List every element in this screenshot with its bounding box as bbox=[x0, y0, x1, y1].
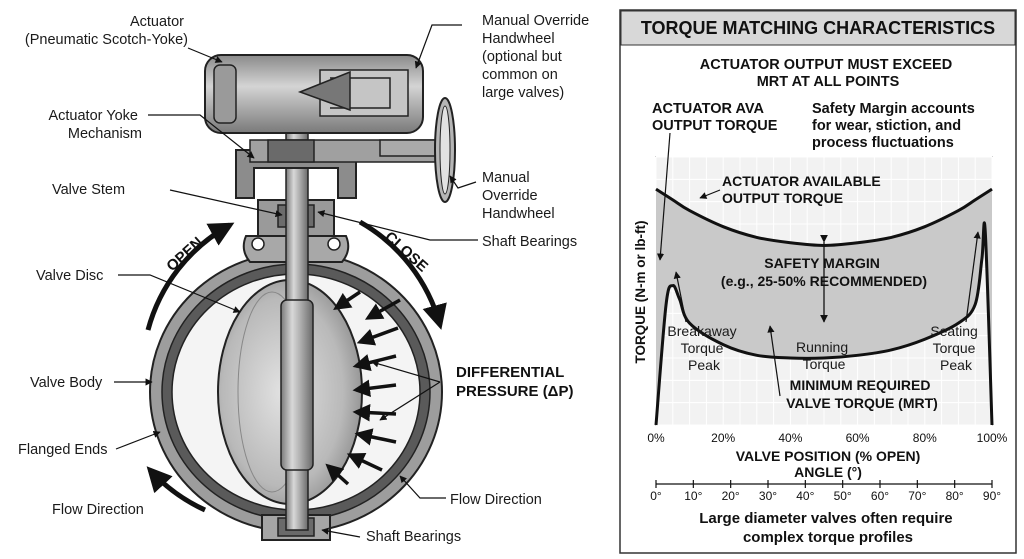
mrt-label: MINIMUM REQUIRED VALVE TORQUE (MRT) bbox=[786, 377, 938, 411]
torque-panel: TORQUE MATCHING CHARACTERISTICS ACTUATOR… bbox=[619, 9, 1017, 554]
angle-axis-label: ANGLE (°) bbox=[794, 464, 862, 480]
x-tick-label: 60% bbox=[846, 431, 870, 445]
x-axis-ticks: 0% 20% 40% 60% 80% 100% bbox=[647, 431, 1007, 445]
angle-tick-label: 20° bbox=[722, 489, 740, 503]
angle-tick-label: 40° bbox=[796, 489, 814, 503]
x-axis-label: VALVE POSITION (% OPEN) bbox=[736, 448, 921, 464]
x-tick-label: 40% bbox=[778, 431, 802, 445]
x-tick-label: 100% bbox=[977, 431, 1008, 445]
flow-direction-right-label: Flow Direction bbox=[450, 492, 542, 508]
angle-scale-ticks: 0° 10° 20° 30° 40° 50° 60° 70° 80° 90° bbox=[650, 480, 1001, 503]
panel-title: TORQUE MATCHING CHARACTERISTICS bbox=[641, 18, 995, 38]
flow-arrow-left bbox=[146, 466, 207, 513]
panel-subtitle: ACTUATOR OUTPUT MUST EXCEED MRT AT ALL P… bbox=[700, 57, 956, 90]
panel-title-bar bbox=[620, 10, 1016, 46]
valve-body-label: Valve Body bbox=[30, 375, 103, 391]
angle-tick-label: 70° bbox=[908, 489, 926, 503]
flow-direction-left-label: Flow Direction bbox=[52, 502, 144, 518]
valve-illustration: Actuator (Pneumatic Scotch-Yoke) Manual … bbox=[18, 13, 593, 545]
mrt-line bbox=[654, 221, 994, 426]
y-axis-label: TORQUE (N-m or lb-ft) bbox=[633, 221, 648, 364]
yoke-label: Actuator Yoke Mechanism bbox=[48, 108, 142, 142]
x-tick-label: 20% bbox=[711, 431, 735, 445]
angle-tick-label: 80° bbox=[946, 489, 964, 503]
safety-margin-label: SAFETY MARGIN (e.g., 25-50% RECOMMENDED) bbox=[721, 255, 927, 289]
open-label: OPEN bbox=[163, 234, 206, 275]
close-arrow bbox=[358, 219, 447, 330]
manual-override-side-label: Manual Override Handwheel bbox=[482, 170, 555, 222]
x-tick-label: 0% bbox=[647, 431, 665, 445]
valve-disc-label: Valve Disc bbox=[36, 268, 103, 284]
angle-tick-label: 10° bbox=[684, 489, 702, 503]
safety-note: Safety Margin accounts for wear, stictio… bbox=[812, 101, 979, 151]
angle-tick-label: 30° bbox=[759, 489, 777, 503]
ava-note: ACTUATOR AVA OUTPUT TORQUE bbox=[652, 101, 778, 134]
shaft-bearings-top-label: Shaft Bearings bbox=[482, 234, 577, 250]
close-label: CLOSE bbox=[381, 228, 431, 275]
torque-chart bbox=[654, 156, 994, 426]
x-tick-label: 80% bbox=[913, 431, 937, 445]
running-torque-label: Running Torque bbox=[796, 339, 852, 372]
flanged-ends-label: Flanged Ends bbox=[18, 442, 107, 458]
seating-label: Seating Torque Peak bbox=[930, 323, 981, 373]
open-arrow bbox=[145, 222, 235, 331]
angle-tick-label: 90° bbox=[983, 489, 1001, 503]
angle-tick-label: 0° bbox=[650, 489, 662, 503]
valve-stem-label: Valve Stem bbox=[52, 182, 125, 198]
manual-override-top-label: Manual Override Handwheel (optional but … bbox=[482, 13, 593, 101]
differential-pressure-label: DIFFERENTIAL PRESSURE (ΔP) bbox=[456, 364, 573, 400]
shaft-bearings-bottom-label: Shaft Bearings bbox=[366, 529, 461, 545]
breakaway-label: Breakaway Torque Peak bbox=[667, 323, 740, 373]
angle-tick-label: 50° bbox=[834, 489, 852, 503]
angle-tick-label: 60° bbox=[871, 489, 889, 503]
actuator-curve-label: ACTUATOR AVAILABLE OUTPUT TORQUE bbox=[722, 173, 885, 206]
panel-footer: Large diameter valves often require comp… bbox=[699, 510, 957, 546]
actuator-label: Actuator (Pneumatic Scotch-Yoke) bbox=[25, 14, 188, 48]
